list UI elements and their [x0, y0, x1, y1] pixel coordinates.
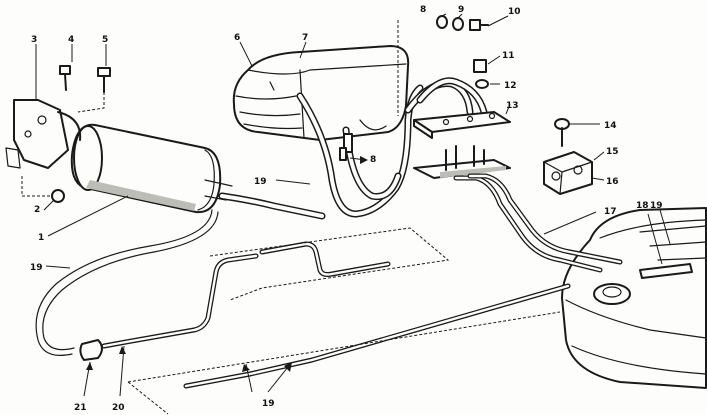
callout-15: 15: [606, 147, 619, 157]
screw-right: [339, 147, 347, 161]
hose-19-left: [35, 209, 219, 356]
filter-canister: [70, 123, 233, 214]
clamp-block: [543, 151, 593, 195]
connector-21: [79, 339, 103, 361]
tank-pipe-20: [101, 241, 571, 389]
callout-14: 14: [604, 121, 617, 131]
valve-plate-lower: [413, 145, 511, 179]
mounting-bracket: [5, 99, 82, 169]
callout-12: 12: [504, 81, 517, 91]
callout-13: 13: [506, 101, 519, 111]
callout-2: 2: [34, 205, 40, 215]
grommet-12: [475, 79, 489, 89]
valve-plate-upper: [413, 111, 511, 139]
callout-1: 1: [38, 233, 44, 243]
return-hose-19-top: [218, 192, 326, 220]
callout-8-lower: 8: [370, 155, 376, 165]
callout-21: 21: [74, 403, 87, 413]
callout-16: 16: [606, 177, 619, 187]
fuel-tank: [561, 207, 707, 389]
bracket-bolt: [77, 67, 111, 113]
callout-20: 20: [112, 403, 125, 413]
vapor-housing: [232, 45, 410, 141]
callout-9: 9: [458, 5, 464, 15]
callout-19-right: 19: [650, 201, 663, 211]
bracket-screw: [59, 65, 71, 91]
callout-4: 4: [68, 35, 74, 45]
vapor-hoses: [296, 77, 488, 218]
dashed-outline: [127, 227, 561, 415]
bolt-10: [397, 19, 489, 116]
leader-lines: [35, 13, 671, 397]
clamp-bolt: [554, 118, 570, 147]
bracket-nut: [21, 176, 65, 203]
callout-18: 18: [636, 201, 649, 211]
callout-5: 5: [102, 35, 108, 45]
callout-10: 10: [508, 7, 521, 17]
callout-19-left: 19: [30, 263, 43, 273]
callout-19-hose: 19: [254, 177, 267, 187]
callout-7: 7: [302, 33, 308, 43]
callout-3: 3: [31, 35, 37, 45]
washer-9: [452, 17, 464, 31]
callout-17: 17: [604, 207, 617, 217]
callout-19-bottom: 19: [262, 399, 275, 409]
callout-8-top: 8: [420, 5, 426, 15]
callout-6: 6: [234, 33, 240, 43]
feed-line-17: [453, 173, 623, 273]
callout-11: 11: [502, 51, 515, 61]
leader-arrowheads: [86, 156, 368, 372]
washer-8: [436, 15, 448, 29]
clip-11: [473, 59, 487, 73]
